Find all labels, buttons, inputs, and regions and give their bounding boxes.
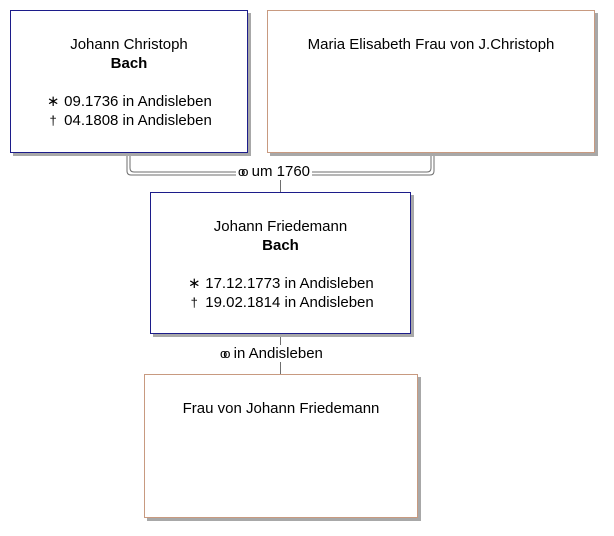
person-card-johann-friedemann[interactable]: Johann Friedemann Bach ∗17.12.1773 in An… bbox=[150, 192, 411, 334]
person-given-name: Johann Friedemann bbox=[213, 218, 348, 235]
person-name: Frau von Johann Friedemann bbox=[182, 400, 380, 417]
person-name: Maria Elisabeth Frau von J.Christoph bbox=[307, 36, 555, 53]
death-event: † 19.02.1814 in Andisleben bbox=[151, 293, 410, 312]
birth-event: ∗17.12.1773 in Andisleben bbox=[151, 274, 410, 293]
person-card-spouse[interactable]: Frau von Johann Friedemann bbox=[144, 374, 418, 518]
birth-event: ∗09.1736 in Andisleben bbox=[11, 92, 247, 111]
death-cross-icon: † bbox=[49, 113, 57, 128]
marriage-label-subject: oo in Andisleben bbox=[218, 345, 325, 362]
person-surname: Bach bbox=[110, 55, 148, 72]
marriage-rings-icon: oo bbox=[220, 346, 231, 361]
marriage-label-parents: oo um 1760 bbox=[236, 163, 313, 180]
birth-text: 17.12.1773 in Andisleben bbox=[205, 275, 374, 292]
birth-text: 09.1736 in Andisleben bbox=[64, 93, 212, 110]
person-events: ∗17.12.1773 in Andisleben † 19.02.1814 in… bbox=[151, 274, 410, 312]
person-events: ∗09.1736 in Andisleben † 04.1808 in Andis… bbox=[11, 92, 247, 130]
marriage-text: in Andisleben bbox=[233, 345, 323, 362]
death-cross-icon: † bbox=[190, 295, 198, 310]
death-text: 04.1808 in Andisleben bbox=[64, 112, 212, 129]
person-surname: Bach bbox=[262, 237, 299, 254]
person-card-johann-christoph[interactable]: Johann Christoph Bach ∗09.1736 in Andisl… bbox=[10, 10, 248, 153]
birth-star-icon: ∗ bbox=[46, 93, 60, 110]
person-given-name: Johann Christoph bbox=[70, 36, 188, 53]
person-card-maria-elisabeth[interactable]: Maria Elisabeth Frau von J.Christoph bbox=[267, 10, 595, 153]
death-text: 19.02.1814 in Andisleben bbox=[205, 294, 374, 311]
birth-star-icon: ∗ bbox=[187, 275, 201, 292]
death-event: † 04.1808 in Andisleben bbox=[11, 111, 247, 130]
marriage-text: um 1760 bbox=[251, 163, 311, 180]
marriage-rings-icon: oo bbox=[238, 164, 249, 179]
